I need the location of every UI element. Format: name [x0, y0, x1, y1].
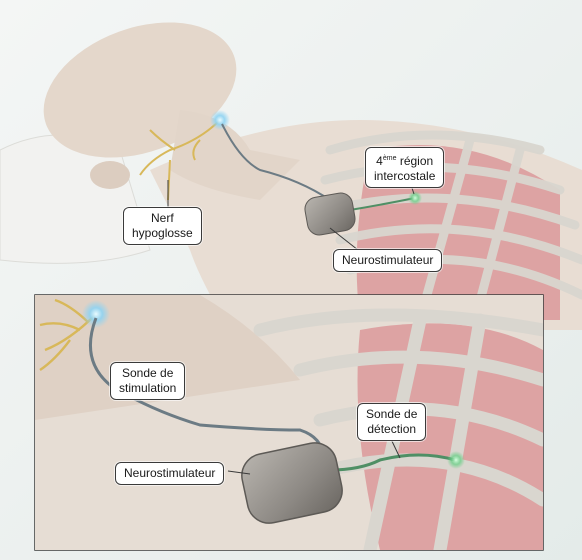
inset-art	[35, 295, 543, 550]
label-intercostal-superscript: ème	[383, 155, 397, 162]
label-hypoglossal-nerve-line2: hypoglosse	[132, 226, 193, 241]
label-sensing-lead-line2: détection	[366, 422, 417, 437]
label-stimulation-lead: Sonde de stimulation	[110, 362, 185, 400]
label-stimulation-lead-line2: stimulation	[119, 381, 176, 396]
label-hypoglossal-nerve: Nerf hypoglosse	[123, 207, 202, 245]
label-neurostimulator-top-text: Neurostimulateur	[342, 253, 433, 268]
sensor-glow-top	[408, 191, 422, 205]
label-stimulation-lead-line1: Sonde de	[119, 366, 176, 381]
label-sensing-lead-line1: Sonde de	[366, 407, 417, 422]
label-intercostal-line2: intercostale	[374, 169, 435, 184]
label-intercostal-line1: région	[396, 154, 433, 168]
label-neurostimulator-inset: Neurostimulateur	[115, 462, 224, 485]
label-neurostimulator-top: Neurostimulateur	[333, 249, 442, 272]
label-hypoglossal-nerve-line1: Nerf	[132, 211, 193, 226]
label-sensing-lead: Sonde de détection	[357, 403, 426, 441]
label-intercostal-prefix: 4	[376, 154, 383, 168]
label-neurostimulator-inset-text: Neurostimulateur	[124, 466, 215, 481]
label-intercostal-region: 4ème région intercostale	[365, 147, 444, 188]
electrode-glow-top	[210, 110, 230, 130]
ear	[90, 161, 130, 189]
